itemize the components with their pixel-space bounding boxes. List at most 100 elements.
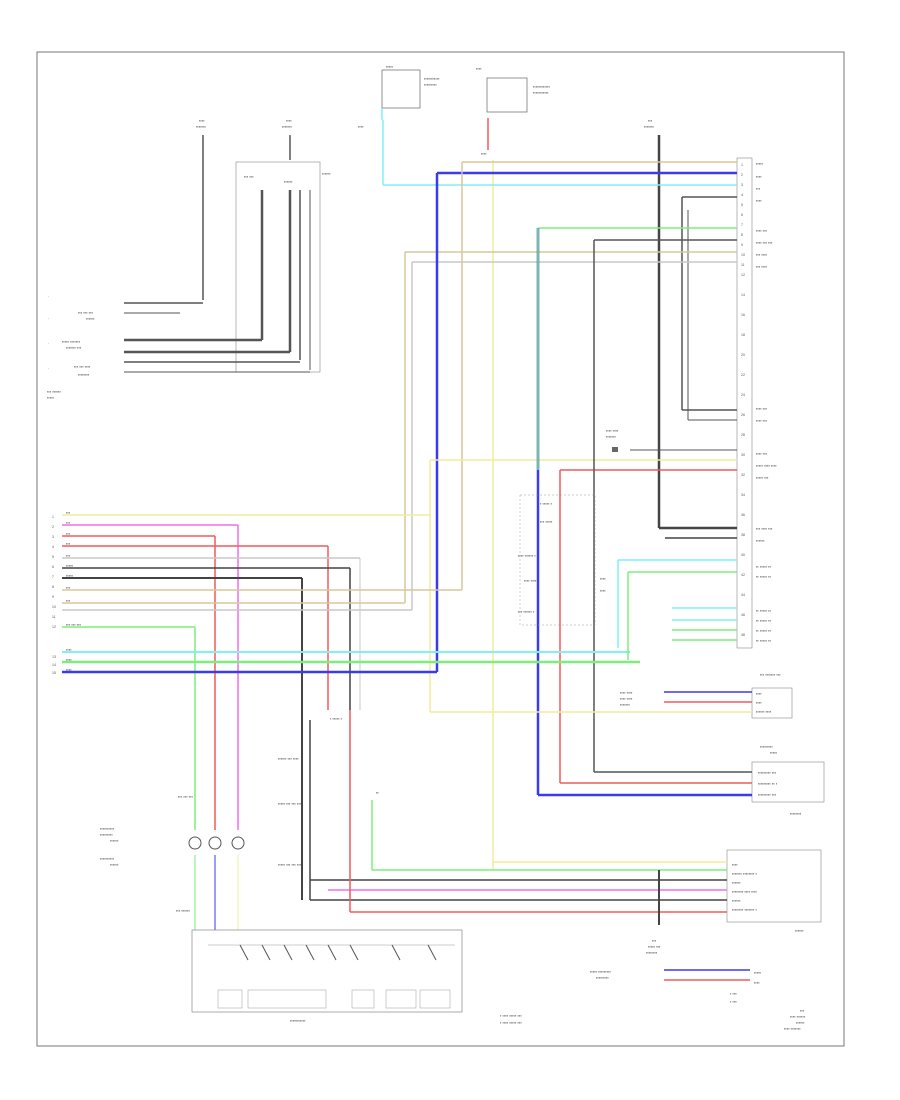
svg-text:3: 3 — [52, 535, 54, 539]
switch-block-middle: ▪ ▪▪▪▪▪ ▪ ▪▪▪ ▪▪▪▪▪ ▪▪▪▪ ▪▪▪▪▪▪ ▪ ▪▪▪▪ ▪… — [518, 428, 619, 626]
svg-text:14: 14 — [741, 293, 745, 297]
svg-text:12: 12 — [52, 625, 56, 629]
svg-text:9: 9 — [52, 595, 54, 599]
svg-text:7: 7 — [52, 575, 54, 579]
svg-text:▪▪ ▪▪▪▪▪ ▪▪: ▪▪ ▪▪▪▪▪ ▪▪ — [756, 564, 772, 569]
svg-text:▪▪▪▪: ▪▪▪▪ — [199, 118, 205, 123]
svg-text:▪▪▪▪ ▪▪▪▪▪▪ ▪: ▪▪▪▪ ▪▪▪▪▪▪ ▪ — [518, 553, 536, 558]
svg-text:▪▪▪▪ ▪▪▪▪: ▪▪▪▪ ▪▪▪▪ — [620, 690, 633, 695]
svg-text:▪▪▪▪ ▪▪▪▪: ▪▪▪▪ ▪▪▪▪ — [524, 578, 537, 583]
svg-text:▪▪ ▪▪▪▪▪ ▪▪: ▪▪ ▪▪▪▪▪ ▪▪ — [756, 608, 772, 613]
svg-text:▪▪ ▪▪▪▪▪ ▪▪: ▪▪ ▪▪▪▪▪ ▪▪ — [756, 618, 772, 623]
svg-text:▪▪▪▪▪▪▪▪▪: ▪▪▪▪▪▪▪▪▪ — [760, 744, 773, 749]
svg-text:11: 11 — [52, 615, 56, 619]
svg-text:▪▪▪ ▪▪▪▪▪▪ ▪: ▪▪▪ ▪▪▪▪▪▪ ▪ — [518, 609, 535, 614]
svg-text:▪▪▪▪▪▪▪: ▪▪▪▪▪▪▪ — [620, 702, 631, 707]
svg-text:▪▪ ▪▪▪▪▪ ▪▪: ▪▪ ▪▪▪▪▪ ▪▪ — [756, 638, 772, 643]
svg-text:▪ ▪▪▪▪▪ ▪: ▪ ▪▪▪▪▪ ▪ — [330, 716, 343, 721]
svg-text:20: 20 — [741, 353, 745, 357]
svg-text:▪▪▪▪▪ ▪▪▪▪▪▪▪: ▪▪▪▪▪ ▪▪▪▪▪▪▪ — [62, 339, 81, 344]
svg-text:38: 38 — [741, 533, 745, 537]
svg-text:▪▪▪▪▪▪▪▪▪▪▪▪: ▪▪▪▪▪▪▪▪▪▪▪▪ — [533, 84, 551, 89]
svg-text:▪▪▪▪: ▪▪▪▪ — [66, 657, 72, 662]
svg-text:▪▪▪▪▪▪▪▪▪: ▪▪▪▪▪▪▪▪▪ — [424, 82, 437, 87]
svg-text:▪▪▪▪▪▪: ▪▪▪▪▪▪ — [756, 538, 765, 543]
svg-text:▪▪▪▪▪▪▪: ▪▪▪▪▪▪▪ — [196, 124, 207, 129]
svg-text:▪▪▪▪▪▪▪▪▪ ▪▪▪: ▪▪▪▪▪▪▪▪▪ ▪▪▪ — [758, 792, 777, 797]
diagram-frame — [36, 51, 845, 1047]
svg-text:3: 3 — [741, 183, 743, 187]
svg-text:▪▪▪ ▪▪▪▪ ▪▪▪: ▪▪▪ ▪▪▪▪ ▪▪▪ — [756, 526, 773, 531]
svg-text:26: 26 — [741, 413, 745, 417]
svg-text:44: 44 — [741, 593, 745, 597]
svg-text:▪▪▪▪: ▪▪▪▪ — [756, 198, 762, 203]
svg-text:▪ ▪▪▪▪▪ ▪: ▪ ▪▪▪▪▪ ▪ — [540, 501, 553, 506]
svg-text:▪▪▪▪: ▪▪▪▪ — [286, 118, 292, 123]
svg-text:▪▪▪▪: ▪▪▪▪ — [476, 66, 482, 71]
connector-left-upper: ·· ·· ▪▪▪ ▪▪▪ ▪▪▪ ▪▪▪▪▪▪ ▪▪▪▪▪ ▪▪▪▪▪▪▪ ▪… — [47, 294, 310, 400]
svg-text:12: 12 — [741, 273, 745, 277]
svg-text:▪▪▪: ▪▪▪ — [66, 598, 71, 603]
svg-text:▪▪▪▪ ▪▪▪ ▪▪▪: ▪▪▪▪ ▪▪▪ ▪▪▪ — [756, 240, 773, 245]
svg-text:▪▪▪▪▪▪ ▪▪▪ ▪▪▪▪: ▪▪▪▪▪▪ ▪▪▪ ▪▪▪▪ — [278, 756, 299, 761]
svg-text:▪ ▪▪▪: ▪ ▪▪▪ — [730, 999, 737, 1004]
svg-text:10: 10 — [741, 253, 745, 257]
svg-text:▪▪▪: ▪▪▪ — [66, 585, 71, 590]
svg-text:▪▪▪▪▪: ▪▪▪▪▪ — [66, 563, 74, 568]
svg-text:4: 4 — [52, 545, 54, 549]
svg-text:▪▪▪▪▪▪: ▪▪▪▪▪▪ — [284, 179, 293, 184]
svg-text:▪▪▪▪▪▪▪▪: ▪▪▪▪▪▪▪▪ — [646, 950, 658, 955]
svg-text:▪▪▪▪▪▪: ▪▪▪▪▪▪ — [796, 1020, 805, 1025]
svg-text:▪▪▪▪▪▪: ▪▪▪▪▪▪ — [732, 880, 741, 885]
svg-text:▪▪▪▪ ▪▪▪▪▪▪▪: ▪▪▪▪ ▪▪▪▪▪▪▪ — [784, 1026, 801, 1031]
svg-text:2: 2 — [52, 525, 54, 529]
svg-text:28: 28 — [741, 433, 745, 437]
svg-text:▪▪▪▪: ▪▪▪▪ — [756, 691, 762, 696]
svg-text:▪▪▪▪▪▪▪ ▪▪▪▪▪▪▪▪ ▪: ▪▪▪▪▪▪▪ ▪▪▪▪▪▪▪▪ ▪ — [732, 871, 757, 876]
svg-text:·: · — [48, 316, 49, 321]
svg-text:▪▪▪▪ ▪▪▪: ▪▪▪▪ ▪▪▪ — [756, 418, 768, 423]
svg-text:·: · — [48, 341, 49, 346]
svg-text:▪▪▪▪▪▪▪: ▪▪▪▪▪▪▪ — [282, 124, 293, 129]
svg-text:▪▪▪: ▪▪▪ — [66, 531, 71, 536]
svg-text:48: 48 — [741, 633, 745, 637]
svg-text:▪▪▪▪ ▪▪▪: ▪▪▪▪ ▪▪▪ — [756, 451, 768, 456]
svg-text:36: 36 — [741, 513, 745, 517]
svg-text:▪▪▪▪▪▪: ▪▪▪▪▪▪ — [110, 862, 119, 867]
svg-text:▪▪▪ ▪▪▪▪: ▪▪▪ ▪▪▪▪ — [756, 252, 768, 257]
svg-text:2: 2 — [741, 173, 743, 177]
switch-module-bottom: ▪▪▪▪▪▪▪▪▪▪▪ ▪ ▪▪▪▪ ▪▪▪▪▪ ▪▪▪ ▪ ▪▪▪▪ ▪▪▪▪… — [191, 929, 522, 1025]
svg-text:▪▪▪▪▪▪▪: ▪▪▪▪▪▪▪ — [606, 434, 617, 439]
svg-text:▪▪▪: ▪▪▪ — [800, 1008, 805, 1013]
svg-text:▪▪▪▪▪▪ ▪▪▪▪: ▪▪▪▪▪▪ ▪▪▪▪ — [756, 709, 772, 714]
svg-text:▪ ▪▪▪▪ ▪▪▪▪▪ ▪▪▪: ▪ ▪▪▪▪ ▪▪▪▪▪ ▪▪▪ — [500, 1020, 522, 1025]
svg-text:▪▪▪▪: ▪▪▪▪ — [481, 151, 487, 156]
svg-text:30: 30 — [741, 453, 745, 457]
svg-text:▪▪▪▪▪▪▪▪: ▪▪▪▪▪▪▪▪ — [78, 372, 90, 377]
svg-text:▪▪▪ ▪▪▪ ▪▪▪: ▪▪▪ ▪▪▪ ▪▪▪ — [66, 622, 82, 627]
svg-text:▪▪: ▪▪ — [376, 790, 379, 795]
svg-text:8: 8 — [741, 233, 743, 237]
svg-text:▪▪▪▪▪▪▪▪▪ ▪▪ ▪: ▪▪▪▪▪▪▪▪▪ ▪▪ ▪ — [758, 781, 778, 786]
svg-text:▪▪▪▪▪▪: ▪▪▪▪▪▪ — [732, 898, 741, 903]
svg-text:▪▪▪▪: ▪▪▪▪ — [358, 124, 364, 129]
svg-text:▪▪▪▪: ▪▪▪▪ — [600, 576, 606, 581]
svg-text:▪▪▪▪: ▪▪▪▪ — [756, 700, 762, 705]
svg-text:▪▪▪ ▪▪▪▪▪▪: ▪▪▪ ▪▪▪▪▪▪ — [176, 908, 190, 913]
svg-text:▪▪▪▪: ▪▪▪▪ — [754, 980, 760, 985]
svg-text:32: 32 — [741, 473, 745, 477]
svg-text:▪▪▪▪▪ ▪▪▪▪ ▪▪▪▪: ▪▪▪▪▪ ▪▪▪▪ ▪▪▪▪ — [756, 463, 777, 468]
wires-to-right-sensors — [617, 526, 737, 660]
svg-text:▪▪▪▪▪: ▪▪▪▪▪ — [386, 64, 394, 69]
svg-text:▪▪▪▪▪▪▪▪ ▪▪▪▪▪▪▪ ▪: ▪▪▪▪▪▪▪▪ ▪▪▪▪▪▪▪ ▪ — [732, 907, 757, 912]
svg-text:▪▪▪▪▪▪▪▪: ▪▪▪▪▪▪▪▪ — [790, 811, 802, 816]
svg-text:▪▪▪: ▪▪▪ — [66, 541, 71, 546]
svg-text:9: 9 — [741, 243, 743, 247]
svg-text:7: 7 — [741, 223, 743, 227]
svg-text:▪▪▪▪▪▪▪▪▪▪▪: ▪▪▪▪▪▪▪▪▪▪▪ — [424, 76, 440, 81]
svg-text:▪▪▪ ▪▪▪▪▪: ▪▪▪ ▪▪▪▪▪ — [540, 519, 553, 524]
svg-text:8: 8 — [52, 585, 54, 589]
svg-text:▪▪▪▪▪: ▪▪▪▪▪ — [754, 970, 762, 975]
svg-text:▪▪▪▪▪▪▪▪▪▪: ▪▪▪▪▪▪▪▪▪▪ — [100, 826, 115, 831]
